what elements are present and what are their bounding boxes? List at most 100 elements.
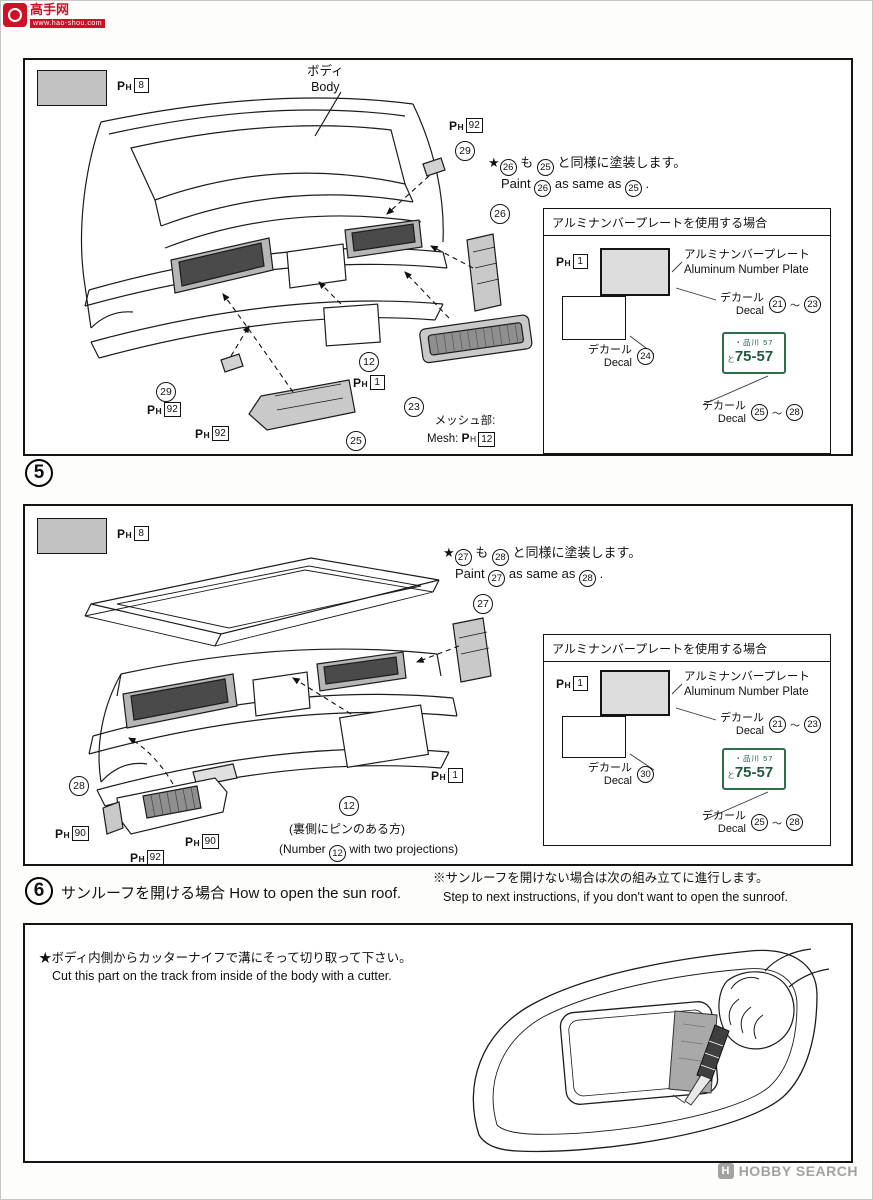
step6-note-jp: ※サンルーフを開けない場合は次の組み立てに進行します。 — [433, 871, 769, 885]
aluminum-plate-name: アルミナンバープレート Aluminum Number Plate — [684, 670, 810, 700]
decal-jp: デカール — [702, 810, 746, 822]
note-tail: と同様に塗装します。 — [512, 545, 642, 560]
tilde: ～ — [790, 301, 800, 313]
paint-code: 92 — [211, 426, 229, 441]
note-mid: も — [475, 545, 489, 560]
paint-code: 1 — [447, 768, 463, 783]
note-star: ★ — [488, 155, 500, 170]
paint-sub: H — [155, 406, 162, 416]
plate-region-line: ・品川 57 — [724, 337, 784, 348]
paint-code: 92 — [465, 118, 483, 133]
paint-code: 92 — [146, 850, 164, 865]
plate-number: 75-57 — [734, 348, 774, 365]
decal-num: 23 — [804, 716, 821, 734]
paint-code: 8 — [133, 526, 149, 541]
step6-digit: 6 — [33, 880, 45, 901]
paint-sub: H — [564, 680, 571, 690]
part-12-plate — [323, 303, 381, 347]
paint-sub: H — [457, 122, 464, 132]
paint-code: 92 — [163, 402, 181, 417]
pin-num: 12 — [329, 845, 347, 862]
paint-note-jp: ★26 も 25 と同様に塗装します。 — [488, 152, 686, 176]
note-num: 25 — [625, 180, 642, 197]
pin-pre: (Number — [279, 842, 326, 856]
note-mid: も — [520, 155, 534, 170]
tilde: ～ — [772, 409, 782, 421]
note-tail: . — [599, 566, 604, 581]
hobby-search-icon: H — [717, 1163, 734, 1179]
part-29-clip — [422, 157, 446, 177]
watermark-text-block: 高手网 www.hao-shou.com — [30, 2, 106, 29]
assembly-arrows — [128, 645, 460, 785]
part-number-28: 28 — [69, 776, 89, 796]
part-12-plate — [338, 704, 430, 768]
note-pre: Paint — [501, 176, 531, 191]
decal-en: Decal — [735, 724, 764, 737]
note-num: 28 — [491, 549, 509, 566]
paint-sub: H — [564, 258, 571, 268]
cut-note-en: Cut this part on the track from inside o… — [52, 969, 392, 983]
paint-prefix: P — [117, 78, 126, 93]
paint-sub: H — [125, 82, 132, 92]
pin-post: with two projections) — [349, 842, 459, 856]
paint-swatch — [37, 518, 107, 554]
decal-en: Decal — [603, 774, 632, 787]
plate-recess — [286, 243, 347, 289]
paint-sub: H — [193, 838, 200, 848]
step5-digit: 5 — [33, 462, 45, 483]
plate-recess — [252, 671, 311, 717]
decal-jp: デカール — [720, 292, 764, 304]
note-num: 28 — [579, 570, 596, 587]
paint-sub: H — [203, 430, 210, 440]
option-box-title: アルミナンバープレートを使用する場合 — [544, 209, 830, 236]
aluminum-plate-name: アルミナンバープレート Aluminum Number Plate — [684, 248, 810, 278]
plate-dot: ・ — [734, 338, 744, 347]
part-number-25: 25 — [346, 431, 366, 451]
paint-prefix: P — [195, 426, 204, 441]
plate-name-jp: アルミナンバープレート — [684, 249, 810, 261]
plate-region-line: ・品川 57 — [724, 753, 784, 764]
step6-title-en: How to open the sun roof. — [229, 885, 402, 902]
paint-prefix: P — [130, 850, 139, 865]
tilde: ～ — [790, 721, 800, 733]
note-num: 27 — [454, 549, 472, 566]
aluminum-plate-part — [600, 670, 670, 716]
watermark-icon — [3, 3, 27, 27]
decal-en: Decal — [717, 822, 746, 835]
decal-num: 28 — [786, 814, 803, 832]
plate-name-en: Aluminum Number Plate — [684, 263, 809, 276]
pin-note-en: (Number 12 with two projections) — [279, 842, 458, 862]
decal-num: 24 — [637, 348, 654, 366]
note-star: ★ — [443, 545, 455, 560]
plate-hira: と — [727, 770, 735, 780]
plain-plate-part — [562, 296, 626, 340]
decal-jp: デカール — [720, 712, 764, 724]
body-label: ボディ Body — [307, 63, 344, 96]
plate-class: 57 — [763, 754, 774, 763]
part-27-lens — [452, 617, 492, 683]
watermark-logo: 高手网 www.hao-shou.com — [3, 2, 106, 29]
paint-code: 90 — [201, 834, 219, 849]
part-number-26: 26 — [490, 204, 510, 224]
car-rear-open-hatch-art — [84, 557, 492, 835]
paint-prefix: P — [147, 402, 156, 417]
paint-sub: H — [138, 854, 145, 864]
paint-prefix: P — [556, 676, 565, 691]
step6-title: サンルーフを開ける場合 How to open the sun roof. — [61, 882, 401, 903]
mesh-en-text: Mesh: — [427, 432, 459, 445]
part-number-12: 12 — [359, 352, 379, 372]
